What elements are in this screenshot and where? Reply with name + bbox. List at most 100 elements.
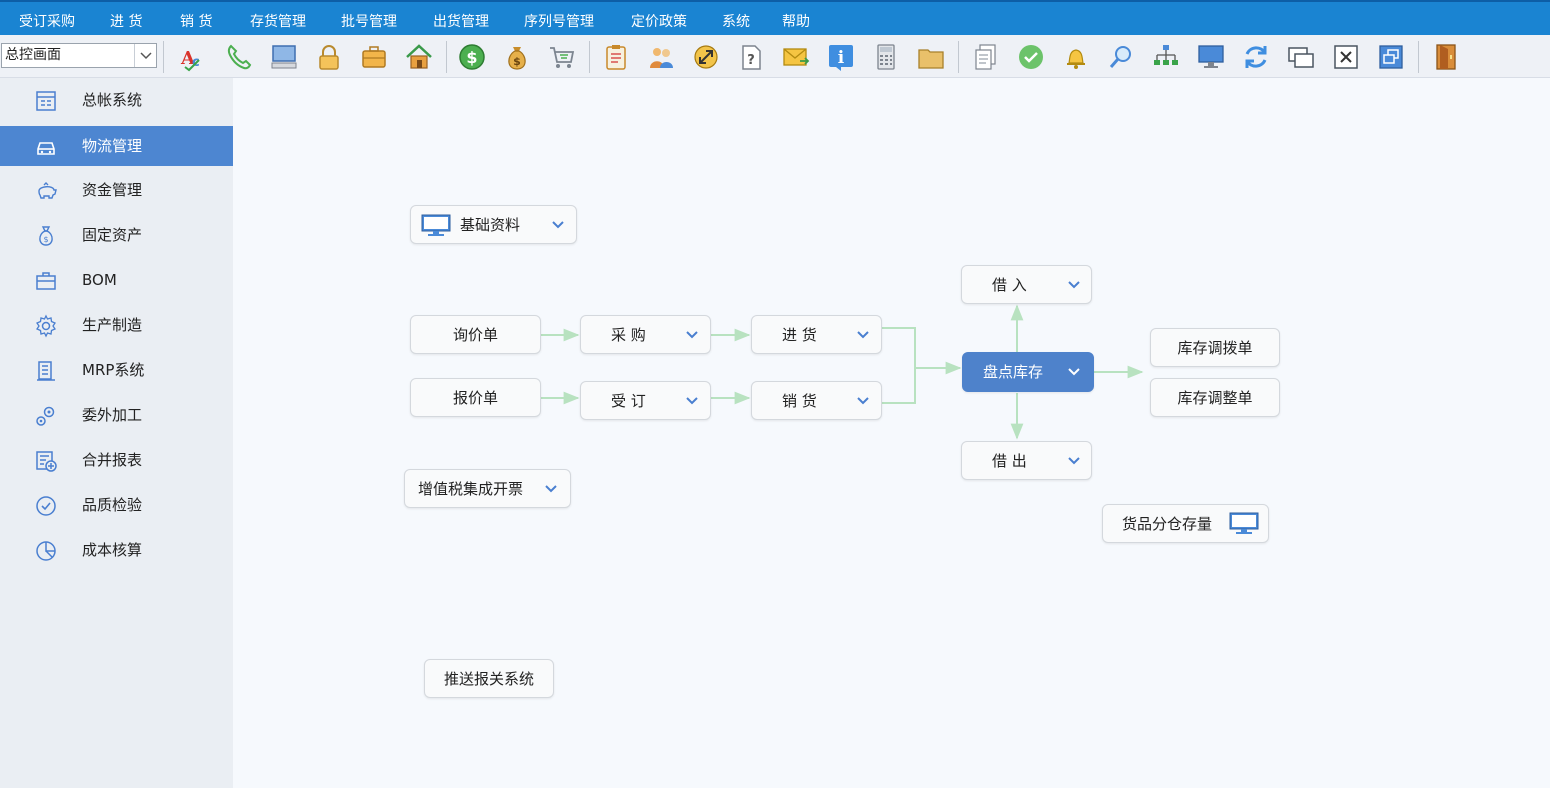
inventory-count-label: 盘点库存 [983,363,1044,381]
inquiry-button[interactable]: 询价单 [410,315,541,354]
restore-window-icon[interactable] [1375,41,1407,73]
close-window-icon[interactable] [1330,41,1362,73]
inquiry-label: 询价单 [452,325,498,344]
ledger-icon [34,89,58,113]
toolbar-separator [446,41,447,73]
menu-shipping[interactable]: 出货管理 [433,14,489,30]
search-icon[interactable] [1105,41,1137,73]
sidebar-item-quality[interactable]: 品质检验 [0,485,233,525]
sidebar-item-label: 委外加工 [82,406,143,424]
sidebar-item-label: 固定资产 [82,226,143,244]
dollar-coin-icon[interactable]: $ [456,41,488,73]
lock-icon[interactable] [313,41,345,73]
sidebar-item-production[interactable]: 生产制造 [0,305,233,345]
computer-icon[interactable] [268,41,300,73]
sidebar-item-outsourcing[interactable]: 委外加工 [0,395,233,435]
windows-icon[interactable] [1285,41,1317,73]
menu-inventory[interactable]: 存货管理 [250,14,306,30]
sidebar-item-logistics[interactable]: 物流管理 [0,126,233,166]
refresh-icon[interactable] [1240,41,1272,73]
monitor-icon [421,214,451,236]
chevron-down-icon [686,396,698,404]
chevron-down-icon [686,330,698,338]
warehouse-stock-button[interactable]: 货品分仓存量 [1102,504,1269,543]
borrow-in-button[interactable]: 借 入 [961,265,1092,304]
inventory-count-button[interactable]: 盘点库存 [962,352,1094,392]
help-document-icon[interactable]: ? [735,41,767,73]
quote-button[interactable]: 报价单 [410,378,541,417]
menu-stock-in[interactable]: 进 货 [110,14,143,30]
stock-in-label: 进 货 [782,325,817,344]
home-icon[interactable] [403,41,435,73]
warehouse-stock-label: 货品分仓存量 [1122,514,1213,533]
borrow-out-button[interactable]: 借 出 [961,441,1092,480]
sidebar-item-costing[interactable]: 成本核算 [0,530,233,570]
order-button[interactable]: 受 订 [580,381,711,420]
svg-text:$: $ [43,235,48,244]
sidebar-item-label: 资金管理 [82,181,143,199]
menu-batch[interactable]: 批号管理 [341,14,397,30]
mail-icon[interactable] [780,41,812,73]
sidebar-item-mrp[interactable]: MRP系统 [0,350,233,390]
svg-text:$: $ [513,55,521,68]
sidebar-item-consolidated-report[interactable]: 合并报表 [0,440,233,480]
toolbar-separator [958,41,959,73]
basic-data-button[interactable]: 基础资料 [410,205,577,244]
sales-button[interactable]: 销 货 [751,381,882,420]
vat-invoice-label: 增值税集成开票 [418,479,524,498]
folder-icon[interactable] [915,41,947,73]
toolbox-icon [34,269,58,293]
bell-icon[interactable] [1060,41,1092,73]
order-label: 受 订 [611,391,646,410]
menu-pricing[interactable]: 定价政策 [631,14,687,30]
sidebar-item-label: 生产制造 [82,316,143,334]
menu-sales[interactable]: 销 货 [180,14,213,30]
sidebar-item-fixed-assets[interactable]: $ 固定资产 [0,215,233,255]
menu-serial[interactable]: 序列号管理 [524,14,594,30]
money-bag-icon[interactable]: $ [501,41,533,73]
phone-icon[interactable] [223,41,255,73]
view-select-value: 总控画面 [5,47,61,63]
users-icon[interactable] [645,41,677,73]
menu-bar: 受订采购 进 货 销 货 存货管理 批号管理 出货管理 序列号管理 定价政策 系… [0,0,1550,35]
sidebar-item-bom[interactable]: BOM [0,260,233,300]
clipboard-icon[interactable] [600,41,632,73]
purchase-label: 采 购 [611,325,646,344]
sidebar-item-label: 成本核算 [82,541,143,559]
chevron-down-icon [1068,368,1080,376]
chevron-down-icon[interactable] [134,44,156,67]
sidebar-item-funds[interactable]: 资金管理 [0,170,233,210]
stock-in-button[interactable]: 进 货 [751,315,882,354]
monitor-icon [1229,512,1259,534]
sidebar-item-label: BOM [82,271,117,289]
vat-invoice-button[interactable]: 增值税集成开票 [404,469,571,508]
chevron-down-icon [857,330,869,338]
sidebar-item-ledger[interactable]: 总帐系统 [0,80,233,120]
briefcase-icon[interactable] [358,41,390,73]
org-chart-icon[interactable] [1150,41,1182,73]
info-icon[interactable]: i [825,41,857,73]
exchange-icon[interactable] [690,41,722,73]
menu-help[interactable]: 帮助 [782,14,810,30]
stock-adjust-button[interactable]: 库存调整单 [1150,378,1280,417]
report-add-icon [34,449,58,473]
menu-order-purchase[interactable]: 受订采购 [19,14,75,30]
shopping-cart-icon[interactable] [546,41,578,73]
view-select[interactable]: 总控画面 [1,43,157,68]
borrow-in-label: 借 入 [992,275,1027,294]
menu-system[interactable]: 系统 [722,14,750,30]
stock-transfer-button[interactable]: 库存调拨单 [1150,328,1280,367]
sidebar-item-label: 合并报表 [82,451,143,469]
exit-door-icon[interactable] [1430,41,1462,73]
calculator-icon[interactable] [870,41,902,73]
purchase-button[interactable]: 采 购 [580,315,711,354]
money-bag-icon: $ [34,224,58,248]
customs-push-button[interactable]: 推送报关系统 [424,659,554,698]
monitor-icon[interactable] [1195,41,1227,73]
stock-transfer-label: 库存调拨单 [1177,338,1253,357]
svg-text:?: ? [747,53,755,68]
building-icon [34,359,58,383]
documents-icon[interactable] [970,41,1002,73]
check-circle-icon[interactable] [1015,41,1047,73]
